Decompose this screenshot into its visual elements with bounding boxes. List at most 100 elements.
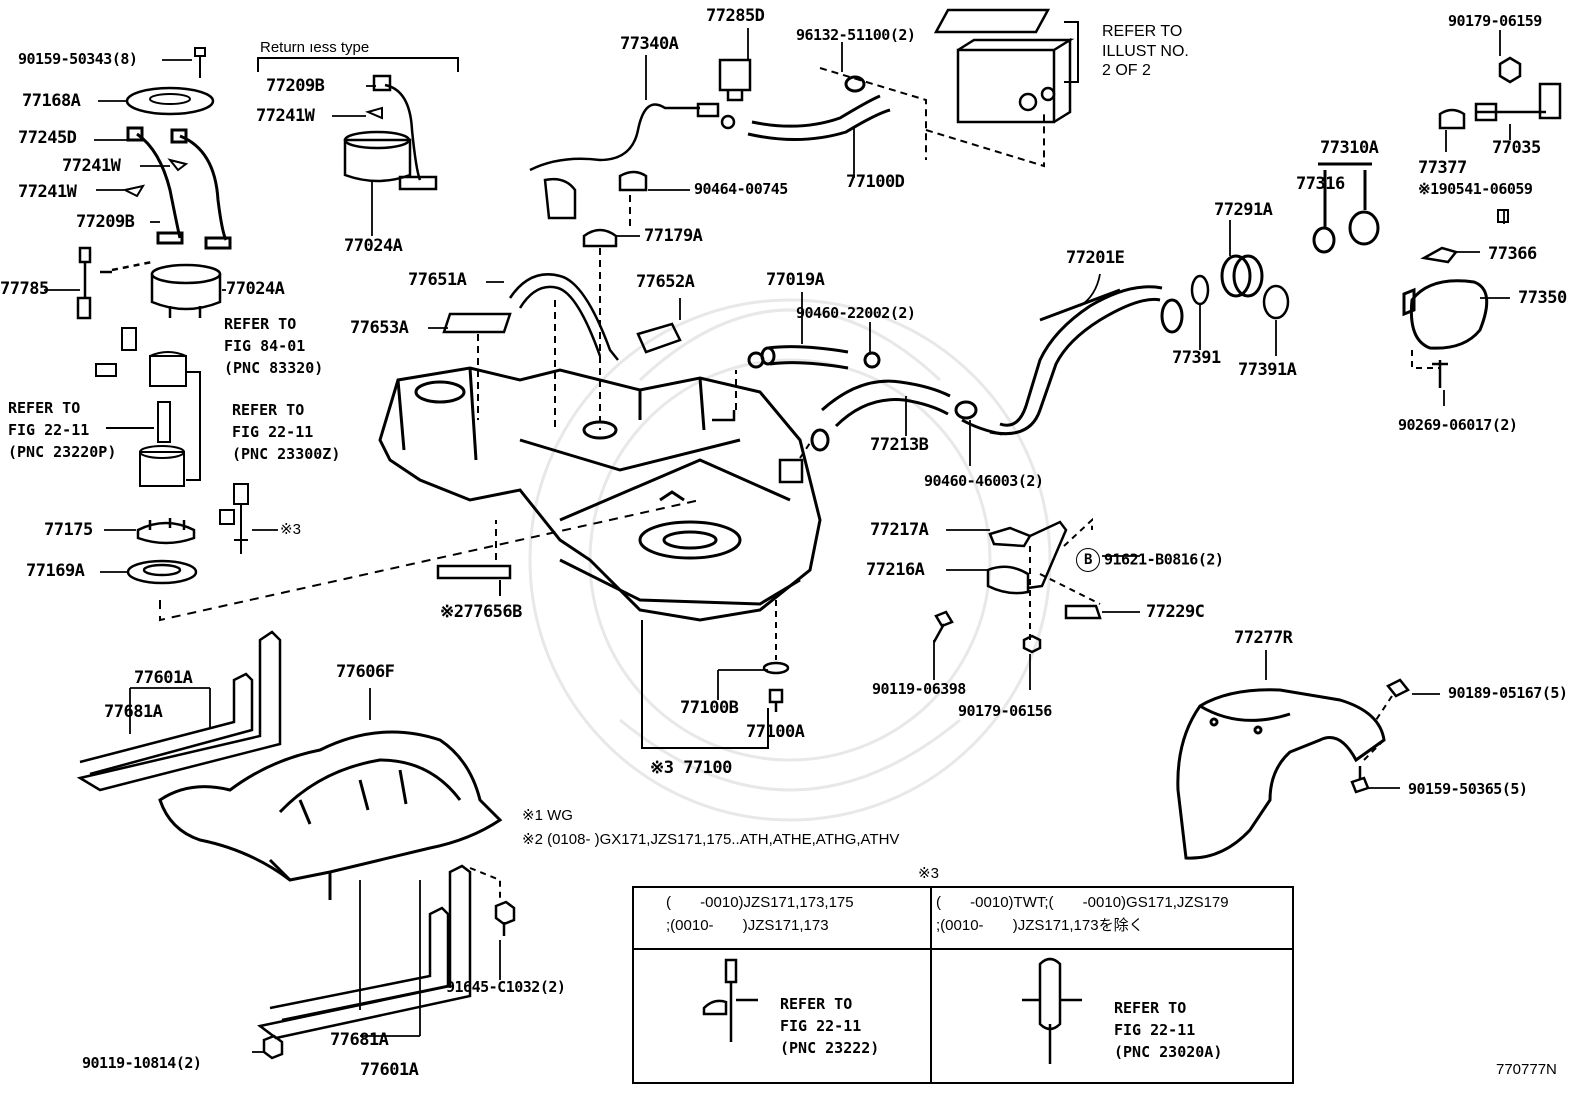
part-77340A[interactable]: 77340A <box>620 34 679 54</box>
table-col1-ref[interactable]: REFER TO FIG 22-11 (PNC 23222) <box>780 995 880 1057</box>
refer-illust-line3: 2 OF 2 <box>1102 62 1151 80</box>
part-77024A-top[interactable]: 77024A <box>344 236 403 256</box>
part-77100B[interactable]: 77100B <box>680 698 739 718</box>
returnless-bracket <box>257 57 459 72</box>
part-90189-05167[interactable]: 90189-05167(5) <box>1448 684 1568 702</box>
bolt-90119-06398 <box>932 610 954 643</box>
table-title: ※3 <box>918 865 939 882</box>
part-77241W-a[interactable]: 77241W <box>62 156 121 176</box>
table-col2-ref[interactable]: REFER TO FIG 22-11 (PNC 23020A) <box>1114 999 1223 1061</box>
part-90119-10814[interactable]: 90119-10814(2) <box>82 1054 202 1072</box>
dash-lid <box>1411 350 1440 369</box>
part-77100D[interactable]: 77100D <box>846 172 905 192</box>
part-77216A[interactable]: 77216A <box>866 560 925 580</box>
part-77035[interactable]: 77035 <box>1492 138 1541 158</box>
dash-guideline-left <box>159 499 701 622</box>
part-91645-C1032[interactable]: 91645-C1032(2) <box>446 978 566 996</box>
part-77019A[interactable]: 77019A <box>766 270 825 290</box>
pump-77024A-top <box>343 74 438 191</box>
part-77169A[interactable]: 77169A <box>26 561 85 581</box>
part-77277R[interactable]: 77277R <box>1234 628 1293 648</box>
part-77653A[interactable]: 77653A <box>350 318 409 338</box>
part-77229C[interactable]: 77229C <box>1146 602 1205 622</box>
part-77179A[interactable]: 77179A <box>644 226 703 246</box>
part-77024A-left[interactable]: 77024A <box>226 279 285 299</box>
part-77606F[interactable]: 77606F <box>336 662 395 682</box>
pump-77024A-left <box>150 263 222 318</box>
refer-illust[interactable]: REFER TO ILLUST NO. 2 OF 2 <box>1102 22 1189 81</box>
plug-77100A <box>768 688 784 712</box>
nut-90179-06159 <box>1498 56 1522 84</box>
part-77652A[interactable]: 77652A <box>636 272 695 292</box>
part-77213B[interactable]: 77213B <box>870 435 929 455</box>
watermark-seal <box>528 298 1052 822</box>
part-90119-06398[interactable]: 90119-06398 <box>872 680 966 698</box>
part-77168A[interactable]: 77168A <box>22 91 81 111</box>
part-77377[interactable]: 77377 <box>1418 158 1467 178</box>
opener-77377 <box>1438 108 1466 130</box>
part-77651A[interactable]: 77651A <box>408 270 467 290</box>
part-77241W-b[interactable]: 77241W <box>18 182 77 202</box>
hinge-77366 <box>1420 246 1459 264</box>
part-96132-51100[interactable]: 96132-51100(2) <box>796 26 916 44</box>
part-90179-06156[interactable]: 90179-06156 <box>958 702 1052 720</box>
part-77601A-lower[interactable]: 77601A <box>360 1060 419 1080</box>
ref-fig22-mid[interactable]: REFER TO FIG 22-11 (PNC 23300Z) <box>232 401 341 463</box>
bolt-91645 <box>494 900 516 936</box>
part-77201E[interactable]: 77201E <box>1066 248 1125 268</box>
bracket-77216A <box>986 565 1030 595</box>
ref-fig84[interactable]: REFER TO FIG 84-01 (PNC 83320) <box>224 315 324 377</box>
variant-table: ( -0010)JZS171,173,175 ;(0010- )JZS171,1… <box>632 886 1294 1084</box>
part-77285D[interactable]: 77285D <box>706 6 765 26</box>
hose-77100D <box>747 75 891 142</box>
ref-fig22-left[interactable]: REFER TO FIG 22-11 (PNC 23220P) <box>8 399 117 461</box>
strap-77681A-lower <box>257 864 472 1040</box>
circle-b-icon: B <box>1076 548 1100 572</box>
part-90464-00745[interactable]: 90464-00745 <box>694 180 788 198</box>
part-77100[interactable]: ※3 77100 <box>650 758 732 778</box>
pad-77652A <box>636 322 682 354</box>
part-77681A-upper[interactable]: 77681A <box>104 702 163 722</box>
part-77391[interactable]: 77391 <box>1172 348 1221 368</box>
part-90179-06159[interactable]: 90179-06159 <box>1448 12 1542 30</box>
part-77175[interactable]: 77175 <box>44 520 93 540</box>
part-77391A[interactable]: 77391A <box>1238 360 1297 380</box>
part-277656B[interactable]: ※277656B <box>440 602 522 622</box>
part-77601A-upper[interactable]: 77601A <box>134 668 193 688</box>
nut-90179-06156 <box>1022 634 1042 654</box>
part-77681A-lower[interactable]: 77681A <box>330 1030 389 1050</box>
part-77316[interactable]: 77316 <box>1296 174 1345 194</box>
part-90159-50365[interactable]: 90159-50365(5) <box>1408 780 1528 798</box>
strap-77651A <box>508 273 619 361</box>
label-returnless: Return ıess type <box>260 39 370 56</box>
part-90159-50343[interactable]: 90159-50343(8) <box>18 50 138 68</box>
hose-77340A <box>529 102 736 220</box>
hose-77019A <box>747 345 881 370</box>
bracket-77217A <box>988 520 1068 590</box>
part-77209B-b[interactable]: 77209B <box>76 212 135 232</box>
filler-pipe-77201E <box>961 285 1184 436</box>
gasket-77391A <box>1262 284 1290 320</box>
pad-77653A <box>442 312 512 334</box>
part-77100A[interactable]: 77100A <box>746 722 805 742</box>
note-1: ※1 WG <box>522 807 573 824</box>
refer-illust-line1: REFER TO <box>1102 23 1183 40</box>
part-77245D[interactable]: 77245D <box>18 128 77 148</box>
part-77241W-c[interactable]: 77241W <box>256 106 315 126</box>
part-90460-22002[interactable]: 90460-22002(2) <box>796 304 916 322</box>
part-77366[interactable]: 77366 <box>1488 244 1537 264</box>
part-90541-06059[interactable]: ※190541-06059 <box>1418 180 1533 198</box>
screw-90541 <box>1497 209 1509 223</box>
part-77217A[interactable]: 77217A <box>870 520 929 540</box>
part-90460-46003[interactable]: 90460-46003(2) <box>924 472 1044 490</box>
cap-77291A <box>1220 254 1264 298</box>
part-77785[interactable]: 77785 <box>0 279 49 299</box>
part-77209B-a[interactable]: 77209B <box>266 76 325 96</box>
tank-neck <box>712 410 736 422</box>
connector-tank-rear <box>778 458 804 484</box>
part-90269-06017[interactable]: 90269-06017(2) <box>1398 416 1518 434</box>
part-77291A[interactable]: 77291A <box>1214 200 1273 220</box>
part-77310A[interactable]: 77310A <box>1320 138 1379 158</box>
part-77350[interactable]: 77350 <box>1518 288 1567 308</box>
